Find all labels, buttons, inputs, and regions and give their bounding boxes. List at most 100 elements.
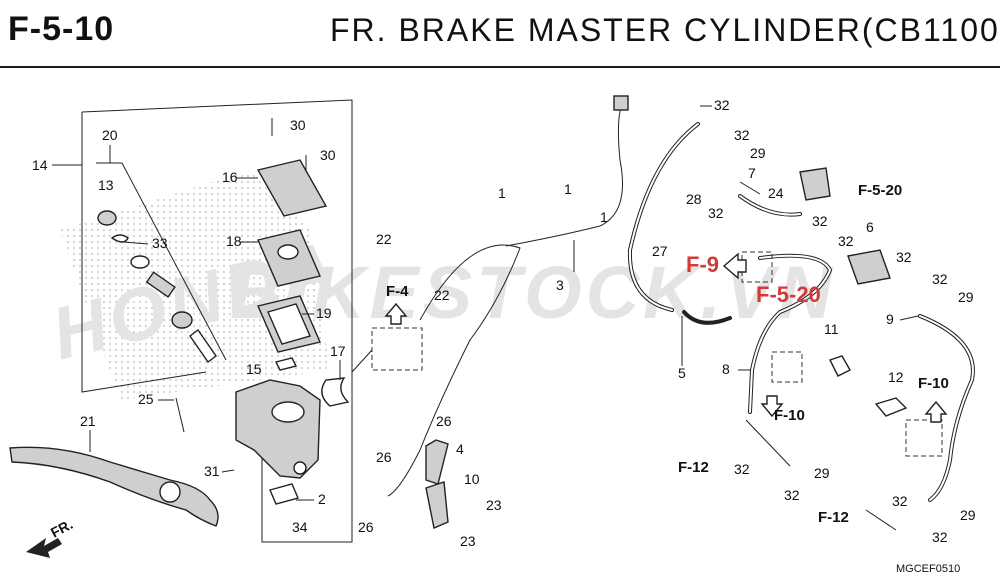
master-cylinder-body xyxy=(175,357,350,505)
callout-11: 11 xyxy=(824,321,839,337)
arrow-down-f10 xyxy=(760,395,784,418)
boot xyxy=(97,210,117,226)
reservoir-cap xyxy=(256,159,328,217)
callout-29-d: 29 xyxy=(960,507,976,523)
washer xyxy=(130,255,150,269)
reservoir-parts xyxy=(256,118,328,353)
ref-f12-b[interactable]: F-12 xyxy=(818,509,849,526)
holder-17 xyxy=(321,377,350,407)
callout-32-b: 32 xyxy=(734,127,750,143)
callout-22-a: 22 xyxy=(376,231,392,247)
bracket-12 xyxy=(874,397,908,417)
arrow-left-f9 xyxy=(722,252,747,280)
callout-1-a: 1 xyxy=(498,185,506,201)
ref-f9[interactable]: F-9 xyxy=(686,252,719,277)
connector xyxy=(613,95,629,111)
callout-27: 27 xyxy=(652,243,668,259)
footer-code: MGCEF0510 xyxy=(896,563,960,575)
callout-29-a: 29 xyxy=(750,145,766,161)
callout-32-a: 32 xyxy=(714,97,730,113)
callout-4: 4 xyxy=(456,441,464,457)
f10-dashed-box-a xyxy=(771,351,803,383)
diagram-title: FR. BRAKE MASTER CYLINDER(CB1100 xyxy=(330,12,1000,48)
callout-23-b: 23 xyxy=(460,533,476,549)
callout-32-g: 32 xyxy=(932,271,948,287)
callout-26-b: 26 xyxy=(376,449,392,465)
callout-29-b: 29 xyxy=(958,289,974,305)
callout-32-h: 32 xyxy=(734,461,750,477)
callout-8: 8 xyxy=(722,361,730,377)
callout-23-a: 23 xyxy=(486,497,502,513)
callout-34: 34 xyxy=(292,519,308,535)
ref-f10-b[interactable]: F-10 xyxy=(918,375,949,392)
wire-harness xyxy=(505,103,623,247)
callout-18: 18 xyxy=(226,233,242,249)
front-label: FR. xyxy=(48,516,75,541)
callout-32-d: 32 xyxy=(812,213,828,229)
assembly-box-left xyxy=(81,112,207,393)
callout-17: 17 xyxy=(330,343,346,359)
callout-30-a: 30 xyxy=(290,117,306,133)
callout-2: 2 xyxy=(318,491,326,507)
callout-32-k: 32 xyxy=(932,529,948,545)
switch-2 xyxy=(269,483,299,505)
callout-28: 28 xyxy=(686,191,702,207)
assembly-box-outline xyxy=(81,99,353,543)
piston-cup xyxy=(171,311,193,329)
diaphragm-inner xyxy=(267,303,311,345)
subbox-20 xyxy=(96,162,227,361)
callout-32-c: 32 xyxy=(708,205,724,221)
callout-13: 13 xyxy=(98,177,114,193)
circlip xyxy=(110,234,129,243)
callout-15: 15 xyxy=(246,361,262,377)
ref-f10-a[interactable]: F-10 xyxy=(774,407,805,424)
callout-9: 9 xyxy=(886,311,894,327)
cylinder-housing xyxy=(235,379,321,479)
caliper-fitting xyxy=(799,167,831,201)
callout-31: 31 xyxy=(204,463,220,479)
ref-f520-red[interactable]: F-5-20 xyxy=(756,282,821,307)
callout-6: 6 xyxy=(866,219,874,235)
front-arrow-icon xyxy=(26,538,62,558)
leader-lines xyxy=(89,105,919,531)
arrow-up-f4 xyxy=(384,302,408,325)
callout-32-f: 32 xyxy=(896,249,912,265)
page-header: F-5-10 FR. BRAKE MASTER CYLINDER(CB1100 xyxy=(0,0,1000,68)
callout-32-e: 32 xyxy=(838,233,854,249)
bolt-25 xyxy=(175,397,185,433)
bracket-11 xyxy=(829,355,851,377)
callout-5: 5 xyxy=(678,365,686,381)
outlet-port xyxy=(293,461,307,475)
callout-30-b: 30 xyxy=(320,147,336,163)
callout-26-c: 26 xyxy=(358,519,374,535)
callout-29-c: 29 xyxy=(814,465,830,481)
callout-26-a: 26 xyxy=(436,413,452,429)
callout-20: 20 xyxy=(102,127,118,143)
ref-f520[interactable]: F-5-20 xyxy=(858,182,902,199)
callout-14: 14 xyxy=(32,157,48,173)
push-rod xyxy=(145,271,176,298)
callout-33: 33 xyxy=(152,235,168,251)
callout-32-j: 32 xyxy=(892,493,908,509)
joint-6 xyxy=(847,249,891,285)
lever-pivot xyxy=(159,481,181,503)
ref-f4[interactable]: F-4 xyxy=(386,283,409,300)
hose-5-end xyxy=(682,310,732,325)
callout-7: 7 xyxy=(748,165,756,181)
callout-19: 19 xyxy=(316,305,332,321)
holder-10 xyxy=(425,481,449,529)
f10-dashed-box-b xyxy=(905,419,943,457)
callout-1-c: 1 xyxy=(600,209,608,225)
f4-dashed-box xyxy=(371,327,423,371)
callout-21: 21 xyxy=(80,413,96,429)
callout-22-b: 22 xyxy=(434,287,450,303)
brake-lever xyxy=(9,446,219,527)
piston-kit xyxy=(97,210,217,363)
spring xyxy=(189,329,217,363)
switch-15 xyxy=(274,357,298,371)
ref-f12-a[interactable]: F-12 xyxy=(678,459,709,476)
callout-12: 12 xyxy=(888,369,904,385)
leader-f4 xyxy=(351,349,373,373)
cylinder-bore xyxy=(271,401,305,423)
